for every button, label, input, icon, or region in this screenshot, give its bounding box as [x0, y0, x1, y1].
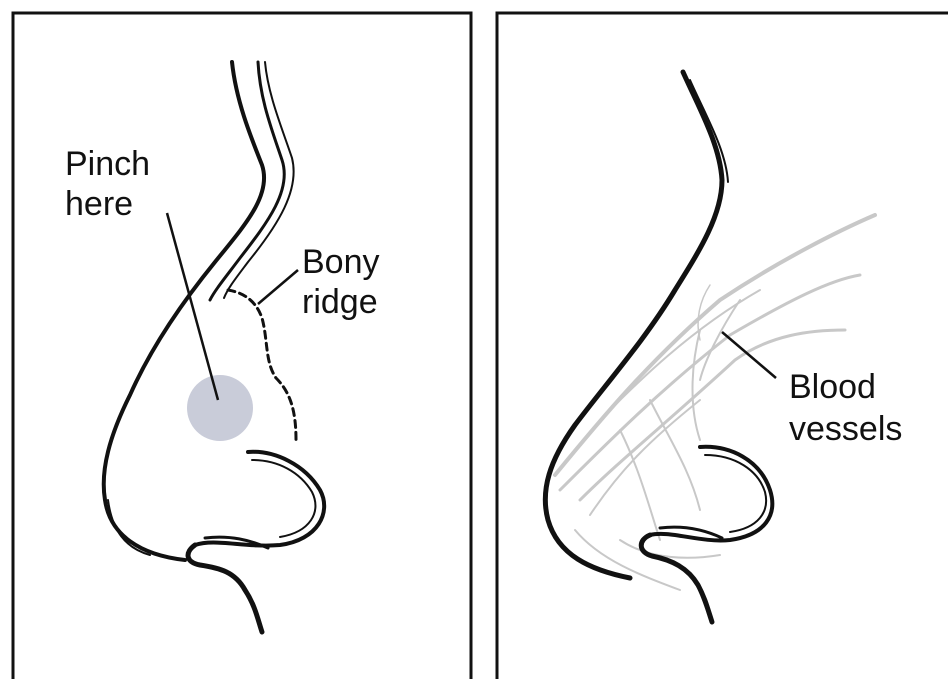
bony-ridge-label-line-1: Bony	[302, 243, 380, 281]
blood-vessels-label-line-2: vessels	[789, 410, 902, 448]
left-panel: Pinch here Bony ridge	[13, 13, 471, 679]
pinch-label-line-1: Pinch	[65, 145, 150, 183]
pinch-spot	[187, 375, 253, 441]
right-panel-border	[497, 13, 948, 679]
blood-vessels-label-line-1: Blood	[789, 368, 876, 406]
bony-ridge-label-line-2: ridge	[302, 283, 378, 321]
right-panel: Blood vessels	[497, 13, 948, 679]
pinch-label-line-2: here	[65, 185, 133, 223]
